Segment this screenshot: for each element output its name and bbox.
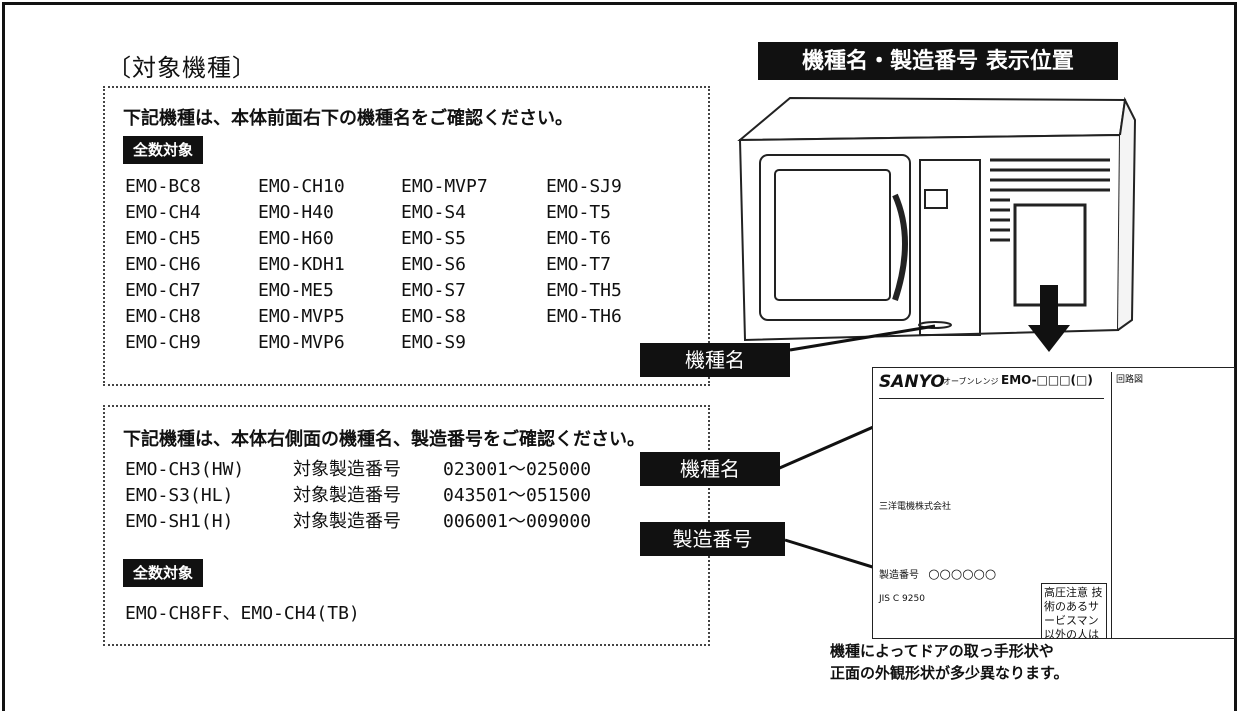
model-item: EMO-H40: [258, 202, 334, 223]
model-item: EMO-BC8: [125, 176, 201, 197]
serial-range: 043501～051500: [443, 485, 592, 506]
model-item: EMO-CH4: [125, 202, 201, 223]
serial-model: EMO-CH3(HW): [125, 459, 245, 480]
label-serial: 製造番号 ○○○○○○: [879, 567, 997, 582]
model-name-callout-side: 機種名: [640, 452, 780, 486]
jis-mark: JIS C 9250: [879, 594, 925, 604]
serial-label: 対象製造番号: [293, 459, 401, 480]
model-name-callout-front: 機種名: [640, 343, 790, 377]
serial-range: 023001～025000: [443, 459, 592, 480]
rating-label: SANYO オーブンレンジ EMO-□□□(□) 回路図 三洋電機株式会社 製造…: [872, 367, 1235, 639]
model-item: EMO-SJ9: [546, 176, 622, 197]
model-item: EMO-S8: [401, 306, 467, 327]
model-item: EMO-T7: [546, 254, 612, 275]
serial-label: 対象製造番号: [293, 485, 401, 506]
model-item: EMO-KDH1: [258, 254, 345, 275]
high-voltage-warning: 高圧注意 技術のあるサービスマン以外の人は絶対にキャビ: [1041, 583, 1107, 638]
diagram-title: 回路図: [1116, 375, 1144, 385]
model-item: EMO-CH10: [258, 176, 345, 197]
model-item: EMO-ME5: [258, 280, 334, 301]
model-item: EMO-CH6: [125, 254, 201, 275]
model-item: EMO-S4: [401, 202, 467, 223]
model-item: EMO-TH6: [546, 306, 622, 327]
serial-row: EMO-CH3(HW) 対象製造番号 023001～025000: [125, 459, 591, 485]
all-units-badge-2: 全数対象: [123, 559, 204, 587]
front-label-instruction: 下記機種は、本体前面右下の機種名をご確認ください。: [123, 108, 573, 129]
model-item: EMO-S7: [401, 280, 467, 301]
label-model: EMO-□□□(□): [1001, 373, 1093, 387]
model-item: EMO-TH5: [546, 280, 622, 301]
serial-row: EMO-S3(HL) 対象製造番号 043501～051500: [125, 485, 591, 511]
model-item: EMO-H60: [258, 228, 334, 249]
microwave-icon: [737, 96, 1137, 342]
serial-model: EMO-S3(HL): [125, 485, 234, 506]
label-maker: 三洋電機株式会社: [879, 502, 952, 512]
all-units-badge: 全数対象: [123, 136, 204, 164]
model-item: EMO-T5: [546, 202, 612, 223]
serial-number-callout: 製造番号: [640, 522, 785, 556]
serial-range: 006001～009000: [443, 511, 592, 532]
extra-models: EMO-CH8FF、EMO-CH4(TB): [125, 603, 360, 624]
product-type: オーブンレンジ: [943, 377, 999, 386]
label-notes: 三洋電機株式会社: [879, 398, 1104, 512]
model-item: EMO-CH5: [125, 228, 201, 249]
model-item: EMO-CH8: [125, 306, 201, 327]
model-item: EMO-S9: [401, 332, 467, 353]
model-item: EMO-MVP7: [401, 176, 488, 197]
label-position-header: 機種名・製造番号 表示位置: [758, 42, 1118, 80]
side-label-instruction: 下記機種は、本体右側面の機種名、製造番号をご確認ください。: [123, 429, 645, 450]
model-item: EMO-T6: [546, 228, 612, 249]
model-item: EMO-CH7: [125, 280, 201, 301]
circuit-diagram: 回路図: [1111, 372, 1234, 638]
model-item: EMO-S6: [401, 254, 467, 275]
section-title: 〔対象機種〕: [107, 54, 257, 82]
serial-label: 対象製造番号: [293, 511, 401, 532]
appearance-note: 機種によってドアの取っ手形状や 正面の外観形状が多少異なります。: [830, 642, 1069, 682]
model-item: EMO-MVP6: [258, 332, 345, 353]
target-models-box-side: 下記機種は、本体右側面の機種名、製造番号をご確認ください。 EMO-CH3(HW…: [103, 405, 710, 646]
model-item: EMO-S5: [401, 228, 467, 249]
brand-logo: SANYO: [879, 372, 945, 392]
serial-range-list: EMO-CH3(HW) 対象製造番号 023001～025000 EMO-S3(…: [125, 459, 591, 537]
serial-model: EMO-SH1(H): [125, 511, 234, 532]
serial-row: EMO-SH1(H) 対象製造番号 006001～009000: [125, 511, 591, 537]
model-item: EMO-MVP5: [258, 306, 345, 327]
model-item: EMO-CH9: [125, 332, 201, 353]
arrow-down-icon: [1028, 285, 1070, 352]
